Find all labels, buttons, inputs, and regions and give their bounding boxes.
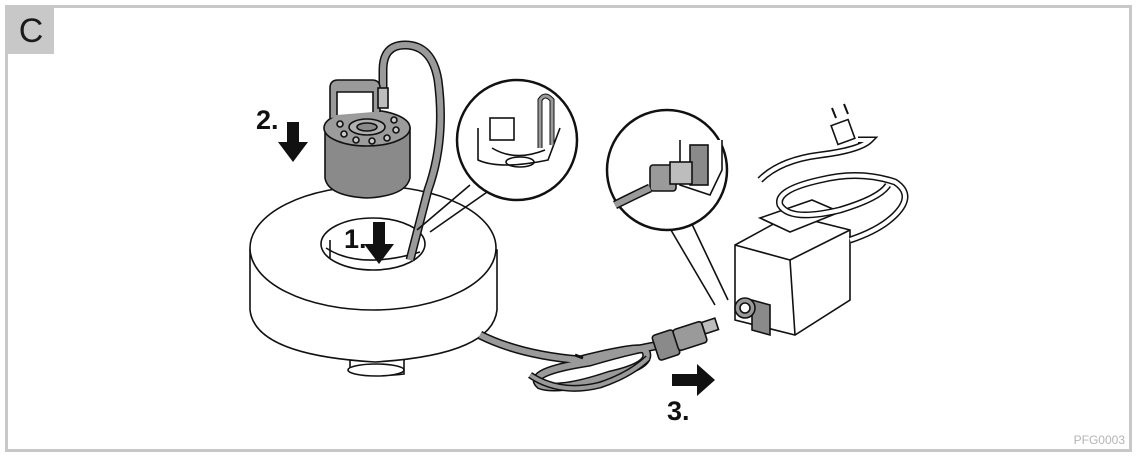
transformer — [734, 199, 851, 337]
section-badge: C — [8, 8, 54, 54]
air-hose — [378, 40, 445, 262]
mains-cord — [757, 103, 909, 244]
float-ring — [249, 185, 498, 377]
detail-callout-2 — [605, 108, 729, 306]
figure-frame: C PFG0003 — [5, 5, 1132, 452]
step-3-arrow — [672, 364, 715, 396]
fogger-device — [323, 79, 411, 199]
cable-plug — [651, 317, 720, 361]
step-2-arrow — [278, 122, 308, 162]
step-1-label: 1. — [344, 224, 367, 254]
figure-code: PFG0003 — [1073, 433, 1125, 447]
step-2-label: 2. — [256, 105, 279, 135]
detail-callout-1 — [416, 78, 579, 233]
step-3-label: 3. — [667, 396, 690, 426]
step-1-arrow — [364, 222, 394, 264]
power-cable — [477, 330, 671, 392]
